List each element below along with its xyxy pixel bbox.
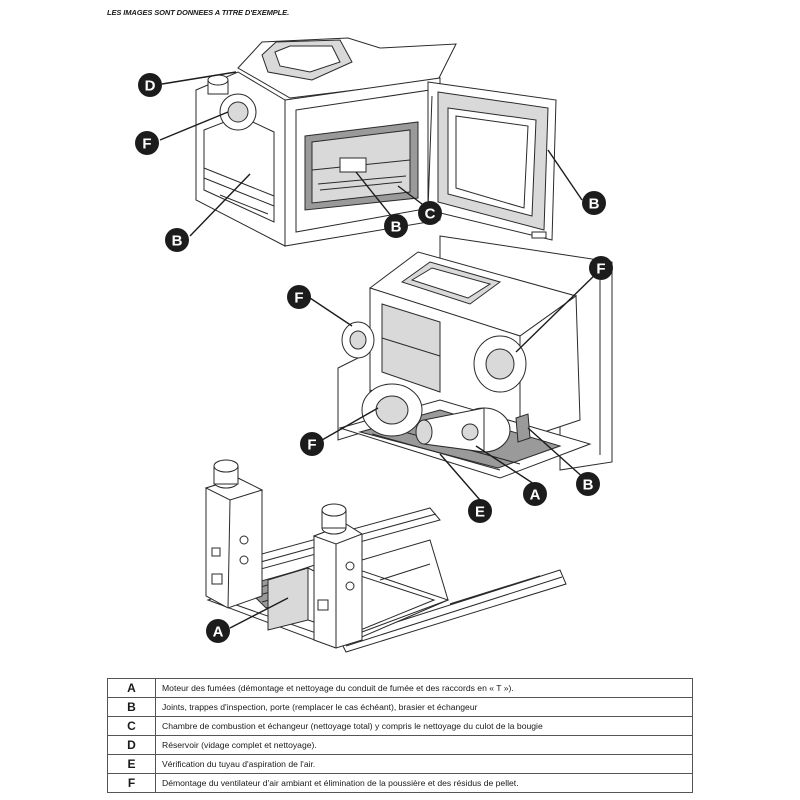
maintenance-illustrations: D F B B C B: [135, 37, 613, 653]
legend-key: D: [107, 735, 156, 755]
svg-text:F: F: [307, 437, 316, 454]
svg-text:B: B: [172, 233, 183, 250]
callout-A-middle: A: [523, 482, 547, 506]
callout-D-top: D: [138, 73, 162, 97]
callout-B-top-center: B: [384, 214, 408, 238]
svg-text:F: F: [294, 290, 303, 307]
svg-text:D: D: [145, 78, 156, 95]
callout-B-top-left: B: [165, 228, 189, 252]
callout-B-top-right: B: [582, 191, 606, 215]
legend-key: F: [107, 773, 156, 793]
svg-text:F: F: [142, 136, 151, 153]
legend-key: B: [107, 697, 156, 717]
svg-text:B: B: [583, 477, 594, 494]
image-disclaimer: LES IMAGES SONT DONNEES A TITRE D'EXEMPL…: [107, 8, 290, 17]
callout-E-middle: E: [468, 499, 492, 523]
svg-text:F: F: [596, 261, 605, 278]
svg-text:C: C: [425, 206, 436, 223]
svg-text:E: E: [475, 504, 485, 521]
svg-text:B: B: [589, 196, 600, 213]
callout-F-middle-right: F: [589, 256, 613, 280]
legend-description: Démontage du ventilateur d'air ambiant e…: [155, 773, 693, 793]
callout-F-middle-left: F: [287, 285, 311, 309]
chassis-rails-drawing: [204, 459, 567, 653]
svg-text:B: B: [391, 219, 402, 236]
legend-key: A: [107, 678, 156, 698]
legend-description: Joints, trappes d'inspection, porte (rem…: [155, 697, 693, 717]
insert-open-door-drawing: [159, 37, 583, 247]
svg-text:A: A: [213, 624, 224, 641]
legend-description: Chambre de combustion et échangeur (nett…: [155, 716, 693, 736]
legend-description: Vérification du tuyau d'aspiration de l'…: [155, 754, 693, 774]
legend-key: E: [107, 754, 156, 774]
legend-description: Moteur des fumées (démontage et nettoyag…: [155, 678, 693, 698]
callout-C-top: C: [418, 201, 442, 225]
callout-F-top: F: [135, 131, 159, 155]
callout-A-bottom: A: [206, 619, 230, 643]
svg-text:A: A: [530, 487, 541, 504]
legend-description: Réservoir (vidage complet et nettoyage).: [155, 735, 693, 755]
legend-key: C: [107, 716, 156, 736]
callout-B-middle: B: [576, 472, 600, 496]
callout-F-middle-lower: F: [300, 432, 324, 456]
insert-rear-fans-drawing: [309, 235, 613, 501]
